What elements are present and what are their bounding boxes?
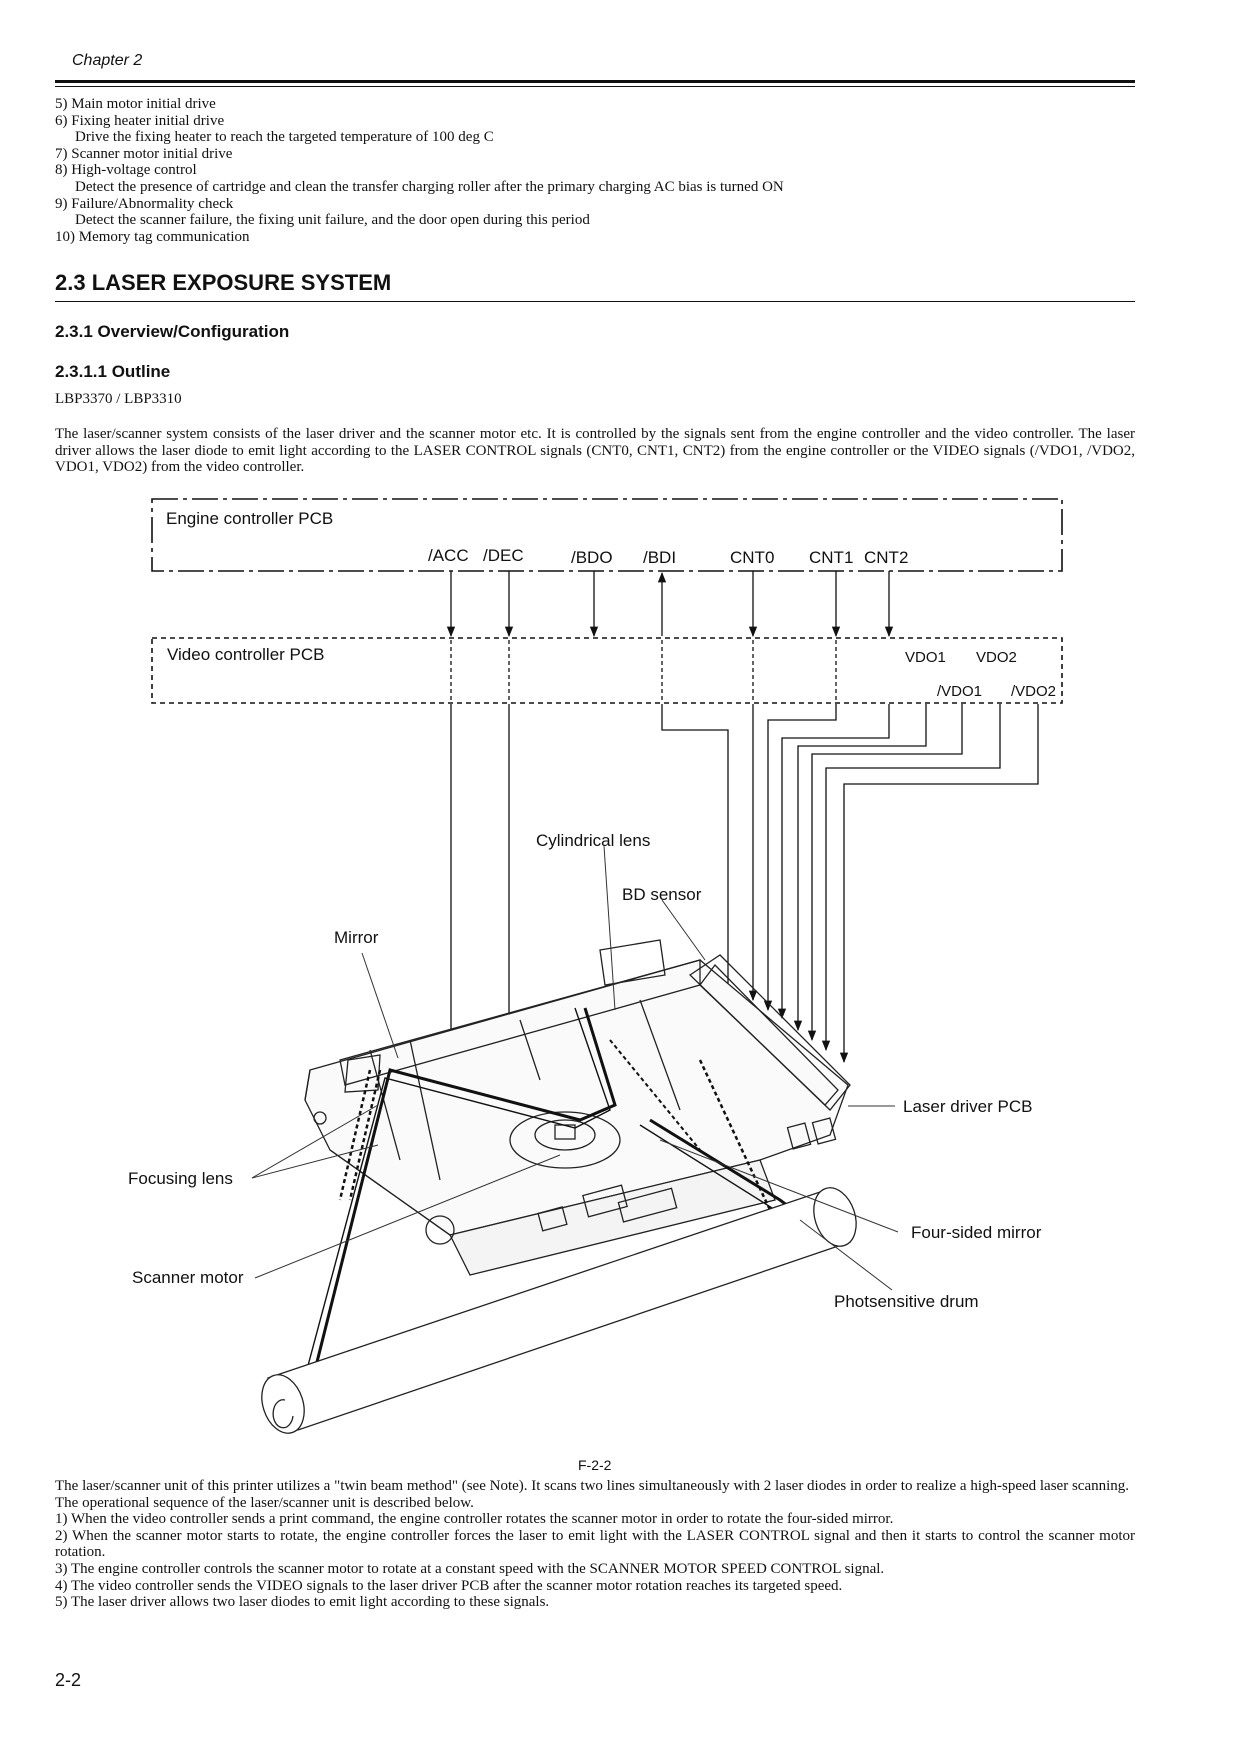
- paragraph: The laser/scanner unit of this printer u…: [55, 1478, 1130, 1494]
- photosensitive-drum: [261, 1187, 857, 1434]
- subsubsection-title: 2.3.1.1 Outline: [55, 362, 171, 381]
- leader-lines: [251, 845, 899, 1291]
- scanner-motor-label: Scanner motor: [132, 1268, 244, 1287]
- section-rule: [55, 301, 1135, 302]
- four-sided-mirror-label: Four-sided mirror: [911, 1223, 1042, 1242]
- list-item: 9) Failure/Abnormality check: [55, 195, 234, 212]
- laser-driver-pcb-label: Laser driver PCB: [903, 1097, 1032, 1116]
- operation-description: The laser/scanner unit of this printer u…: [55, 1478, 1135, 1611]
- mirror-label: Mirror: [334, 928, 379, 947]
- signal-bdi-label: /BDI: [643, 548, 676, 567]
- signal-cnt0-label: CNT0: [730, 548, 774, 567]
- engine-controller-box: [151, 498, 1063, 572]
- signal-nvdo1-label: /VDO1: [937, 683, 982, 700]
- list-item-detail: Drive the fixing heater to reach the tar…: [75, 129, 494, 146]
- list-item-detail: Detect the presence of cartridge and cle…: [75, 178, 784, 195]
- list-item: 10) Memory tag communication: [55, 228, 250, 245]
- list-item: 5) Main motor initial drive: [55, 96, 216, 112]
- laser-system-diagram: Engine controller PCB /ACC /DEC /BDO /BD…: [128, 498, 1063, 1434]
- signal-acc-label: /ACC: [428, 546, 469, 565]
- bd-sensor-label: BD sensor: [622, 885, 702, 904]
- signal-nvdo2-label: /VDO2: [1011, 683, 1056, 700]
- scanner-unit-illustration: [304, 939, 851, 1276]
- figure-caption: F-2-2: [578, 1457, 612, 1473]
- paragraph: The operational sequence of the laser/sc…: [55, 1494, 474, 1511]
- video-controller-box: [151, 637, 1063, 704]
- list-item: 6) Fixing heater initial drive: [55, 112, 225, 129]
- focusing-lens-label: Focusing lens: [128, 1169, 233, 1188]
- page-number: 2-2: [55, 1670, 82, 1690]
- video-controller-label: Video controller PCB: [167, 645, 325, 664]
- header-rule-thin: [55, 86, 1135, 87]
- list-item: 7) Scanner motor initial drive: [55, 145, 233, 162]
- engine-controller-label: Engine controller PCB: [166, 509, 333, 528]
- signal-dec-label: /DEC: [483, 546, 524, 565]
- signal-cnt1-label: CNT1: [809, 548, 853, 567]
- model-names: LBP3370 / LBP3310: [55, 391, 182, 407]
- chapter-header: Chapter 2: [72, 52, 143, 69]
- signal-vdo2-label: VDO2: [976, 649, 1017, 666]
- list-item: 4) The video controller sends the VIDEO …: [55, 1577, 843, 1594]
- list-item-detail: Detect the scanner failure, the fixing u…: [75, 212, 590, 229]
- list-item: 3) The engine controller controls the sc…: [55, 1560, 885, 1577]
- section-title: 2.3 LASER EXPOSURE SYSTEM: [55, 270, 392, 295]
- list-item: 2) When the scanner motor starts to rota…: [55, 1527, 1135, 1561]
- sequence-list: 5) Main motor initial drive 6) Fixing he…: [55, 96, 1135, 245]
- header-rule: [55, 80, 1135, 83]
- signal-bdo-label: /BDO: [571, 548, 613, 567]
- list-item: 1) When the video controller sends a pri…: [55, 1511, 894, 1528]
- cylindrical-lens-label: Cylindrical lens: [536, 831, 650, 850]
- list-item: 5) The laser driver allows two laser dio…: [55, 1594, 550, 1611]
- list-item: 8) High-voltage control: [55, 162, 197, 179]
- intro-paragraph: The laser/scanner system consists of the…: [55, 426, 1135, 476]
- photosensitive-drum-label: Photsensitive drum: [834, 1292, 979, 1311]
- signal-cnt2-label: CNT2: [864, 548, 908, 567]
- subsection-title: 2.3.1 Overview/Configuration: [55, 322, 290, 341]
- signal-vdo1-label: VDO1: [905, 649, 946, 666]
